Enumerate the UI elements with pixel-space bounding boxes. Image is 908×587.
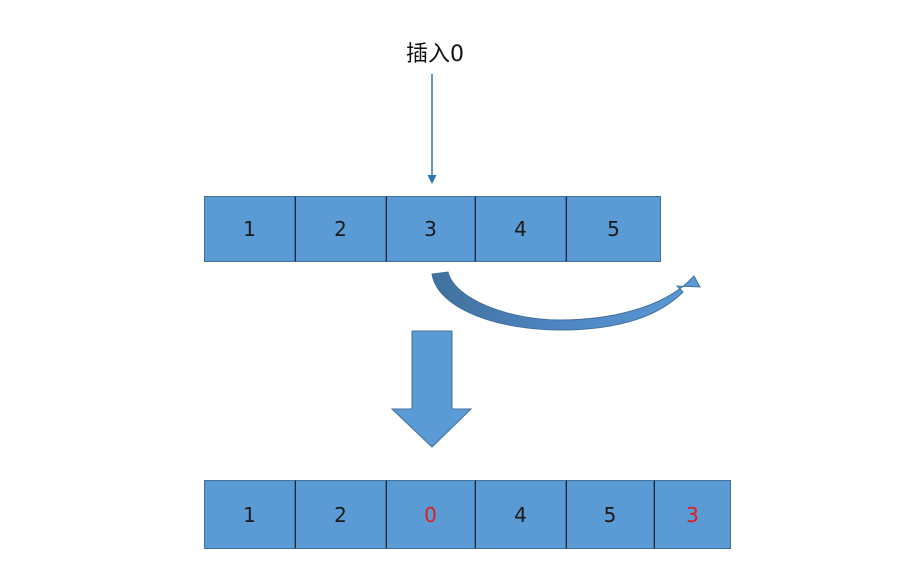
cell-before-4: 4	[475, 196, 566, 262]
cell-after-1: 1	[204, 480, 295, 549]
cell-after-3-inserted: 0	[386, 480, 475, 549]
cell-after-4: 4	[475, 480, 566, 549]
result-down-arrow	[390, 330, 473, 448]
cell-before-3: 3	[386, 196, 475, 262]
cell-after-2: 2	[295, 480, 386, 549]
array-after: 1 2 0 4 5 3	[204, 480, 731, 549]
array-before: 1 2 3 4 5	[204, 196, 661, 262]
move-curved-arrow	[431, 271, 701, 331]
cell-after-5: 5	[566, 480, 654, 549]
cell-after-6-moved: 3	[654, 480, 731, 549]
cell-before-2: 2	[295, 196, 386, 262]
insert-label: 插入0	[406, 42, 464, 67]
insert-pointer-arrow	[427, 74, 437, 184]
cell-before-5: 5	[566, 196, 661, 262]
cell-before-1: 1	[204, 196, 295, 262]
